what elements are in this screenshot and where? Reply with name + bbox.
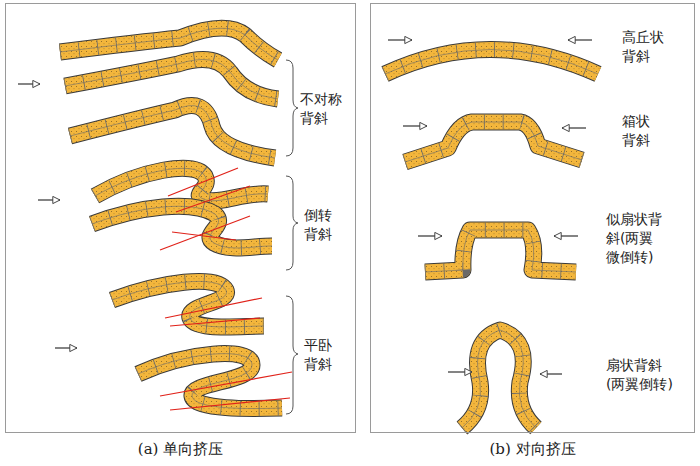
rock-layer-stroke (405, 122, 582, 162)
rock-layer-stroke (95, 168, 268, 201)
rock-layer-stroke (60, 28, 278, 60)
rock-layer-stroke (462, 330, 536, 428)
rock-layer-stroke (462, 330, 536, 428)
rock-layer-stroke (385, 50, 598, 75)
rock-layer (385, 50, 598, 75)
rock-layer-stroke (405, 122, 582, 162)
rock-layer (60, 28, 278, 60)
fold-type-label: 平卧 背斜 (304, 336, 332, 374)
rock-layer-stroke (112, 281, 264, 327)
rock-layer-stroke (138, 354, 282, 409)
panel-caption: (a) 单向挤压 (6, 440, 355, 459)
rock-layer-stroke (385, 50, 598, 75)
fold-type-label: 扇状背斜 (两翼倒转) (606, 356, 673, 394)
rock-layer-stroke (138, 354, 282, 409)
compression-arrows (18, 40, 592, 374)
rock-layer-stroke (138, 354, 282, 409)
rock-layer-stroke (405, 122, 582, 162)
fold-type-label: 高丘状 背斜 (622, 28, 664, 66)
figure-panel: (a) 单向挤压 (5, 3, 356, 433)
rock-layer-stroke (60, 28, 278, 60)
rock-layer-stroke (112, 281, 264, 327)
rock-layer-stroke (425, 230, 576, 272)
rock-layer (425, 230, 576, 272)
rock-layer (112, 281, 264, 327)
rock-layer-stroke (65, 60, 278, 100)
fold-type-label: 箱状 背斜 (622, 112, 650, 150)
rock-layer-stroke (65, 60, 278, 100)
axial-planes (160, 168, 292, 410)
rock-layer-stroke (425, 230, 576, 272)
rock-layer (70, 106, 275, 158)
rock-layer-stroke (112, 281, 264, 327)
rock-layer-stroke (425, 230, 576, 272)
rock-layers (60, 28, 598, 428)
rock-layer-stroke (70, 106, 275, 158)
rock-layer-stroke (95, 168, 268, 201)
rock-layer-stroke (70, 106, 275, 158)
rock-layer-stroke (60, 28, 278, 60)
rock-layer-stroke (112, 281, 264, 327)
rock-layer-stroke (405, 122, 582, 162)
rock-layer-stroke (70, 106, 275, 158)
fold-type-label: 倒转 背斜 (304, 206, 332, 244)
rock-layer-stroke (385, 50, 598, 75)
rock-layer-stroke (95, 168, 268, 201)
brackets (286, 60, 298, 414)
rock-layer (95, 168, 268, 201)
fold-type-label: 似扇状背 斜(两翼 微倒转) (606, 210, 662, 267)
rock-layer (405, 122, 582, 162)
rock-layer (138, 354, 282, 409)
rock-layer (65, 60, 278, 100)
rock-layer-stroke (60, 28, 278, 60)
rock-layer-stroke (65, 60, 278, 100)
rock-layer-stroke (385, 50, 598, 75)
rock-layer-stroke (65, 60, 278, 100)
rock-layer-stroke (425, 230, 576, 272)
rock-layer-stroke (95, 168, 268, 201)
rock-layer (462, 330, 536, 428)
fold-type-label: 不对称 背斜 (300, 90, 342, 128)
rock-layer-stroke (462, 330, 536, 428)
rock-layer-stroke (70, 106, 275, 158)
panel-caption: (b) 对向挤压 (371, 440, 694, 459)
rock-layer-stroke (462, 330, 536, 428)
rock-layer-stroke (138, 354, 282, 409)
